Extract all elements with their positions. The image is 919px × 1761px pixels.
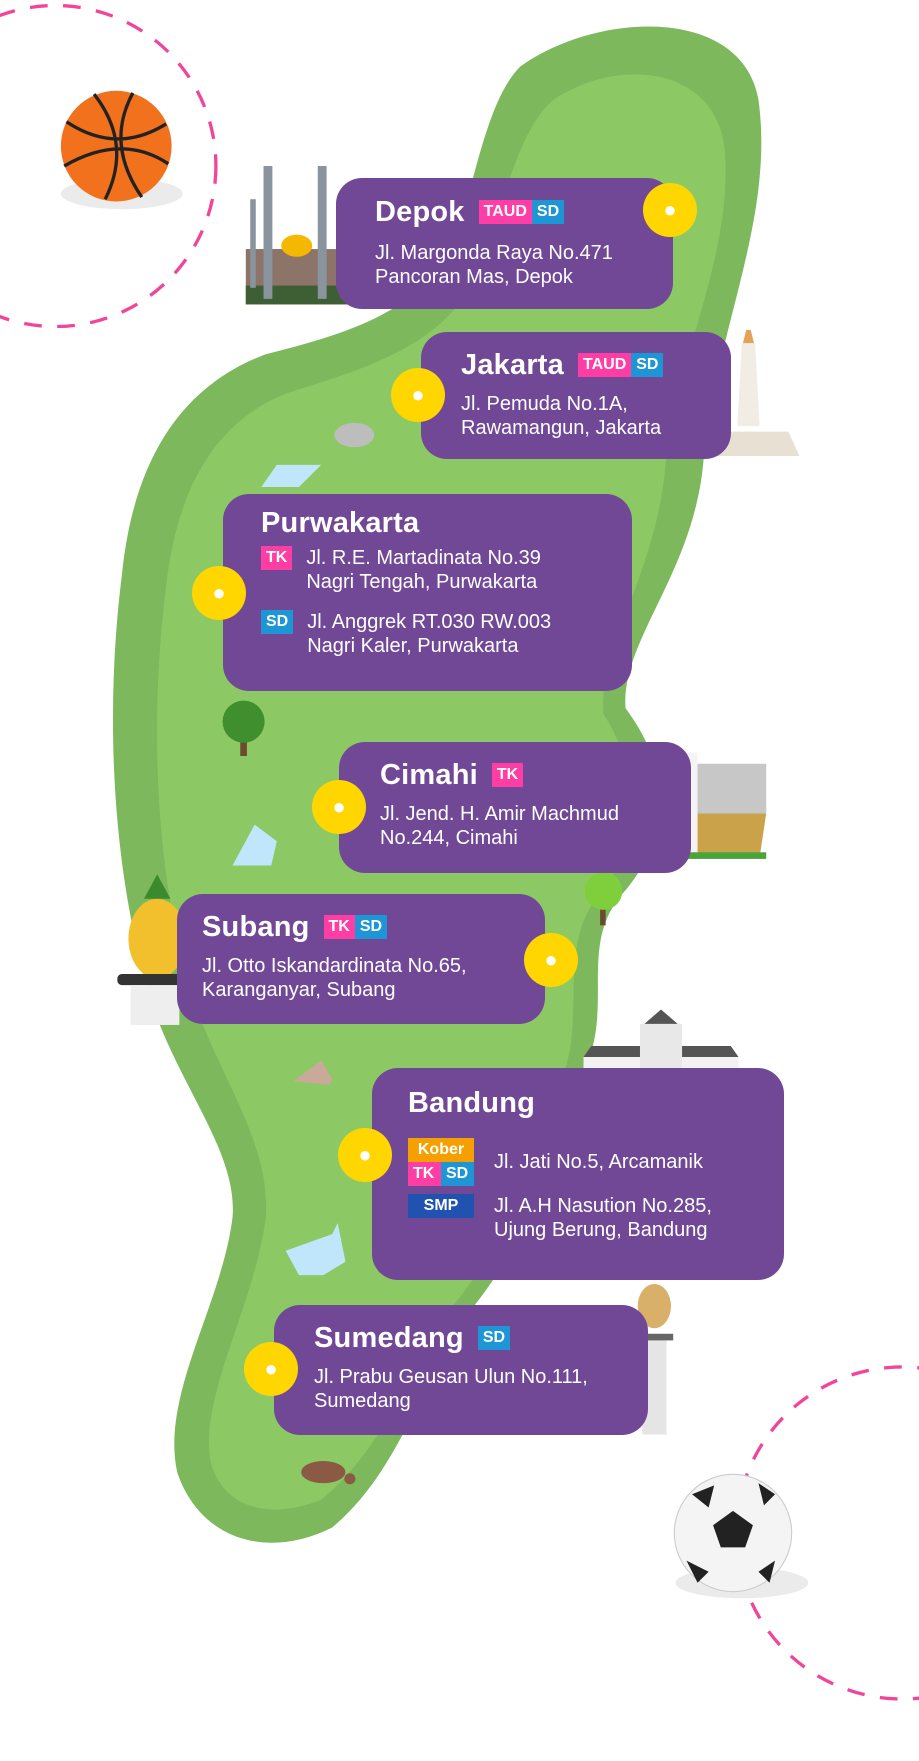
- badge-smp: SMP: [408, 1194, 474, 1218]
- map-pin-icon[interactable]: ●: [643, 183, 697, 237]
- city-name: Subang: [202, 911, 310, 943]
- lake-2: [232, 824, 277, 866]
- soccer-ball-icon: [673, 1473, 809, 1599]
- map-pin-icon[interactable]: ●: [391, 368, 445, 422]
- badge-tk: TK: [491, 763, 524, 787]
- badge-kober: Kober: [408, 1138, 474, 1162]
- rock-icon: [301, 1461, 356, 1485]
- badge-sd: SD: [477, 1326, 511, 1350]
- address-line: Rawamangun, Jakarta: [461, 417, 662, 439]
- badge-sd: SD: [531, 200, 565, 224]
- address-line: No.244, Cimahi: [380, 827, 518, 849]
- city-name: Cimahi: [380, 759, 478, 791]
- address-line: Jl. Prabu Geusan Ulun No.111,: [314, 1366, 588, 1388]
- address-line: Pancoran Mas, Depok: [375, 266, 573, 288]
- map-pin-icon[interactable]: ●: [312, 780, 366, 834]
- address-line: Jl. Jati No.5, Arcamanik: [494, 1151, 703, 1173]
- badge-sd: SD: [261, 610, 294, 634]
- map-pin-icon[interactable]: ●: [524, 933, 578, 987]
- lake-1: [261, 464, 322, 488]
- address-line: Nagri Kaler, Purwakarta: [307, 635, 519, 657]
- badge-sd: SD: [631, 353, 664, 377]
- badge-tk: TK: [261, 546, 293, 570]
- address-line: Jl. Anggrek RT.030 RW.003: [307, 611, 552, 633]
- badge-taud: TAUD: [478, 200, 532, 224]
- rock-icon: [293, 1060, 333, 1085]
- address-line: Karanganyar, Subang: [202, 979, 396, 1001]
- badge-taud: TAUD: [578, 353, 632, 377]
- address-line: Jl. Margonda Raya No.471: [375, 242, 613, 264]
- address-line: Jl. R.E. Martadinata No.39: [306, 547, 541, 569]
- badge-sd: SD: [354, 915, 388, 939]
- tree-icon: [584, 872, 623, 926]
- address-line: Jl. Pemuda No.1A,: [461, 393, 628, 415]
- city-name: Depok: [375, 196, 465, 228]
- address-line: Jl. Otto Iskandardinata No.65,: [202, 955, 467, 977]
- badge-sd: SD: [441, 1162, 474, 1186]
- pineapple-monument-icon: [117, 874, 204, 1025]
- badge-tk: TK: [323, 915, 355, 939]
- lake-3: [285, 1223, 346, 1276]
- address-line: Jl. Jend. H. Amir Machmud: [380, 803, 619, 825]
- tree-icon: [222, 700, 265, 756]
- map-pin-icon[interactable]: ●: [338, 1128, 392, 1182]
- location-card-sumedang: Sumedang SD Jl. Prabu Geusan Ulun No.111,…: [274, 1305, 648, 1435]
- map-pin-icon[interactable]: ●: [192, 566, 246, 620]
- address-line: Nagri Tengah, Purwakarta: [306, 571, 538, 593]
- dashed-circle-top-left: [0, 3, 218, 329]
- address-line: Jl. A.H Nasution No.285,: [494, 1195, 712, 1217]
- basketball-icon: [60, 90, 183, 210]
- city-name: Sumedang: [314, 1322, 464, 1354]
- city-name: Jakarta: [461, 349, 564, 381]
- map-pin-icon[interactable]: ●: [244, 1342, 298, 1396]
- rock-icon: [334, 422, 375, 448]
- address-line: Ujung Berung, Bandung: [494, 1219, 708, 1241]
- badge-tk: TK: [408, 1162, 441, 1186]
- address-line: Sumedang: [314, 1390, 411, 1412]
- city-name: Bandung: [408, 1087, 536, 1119]
- city-name: Purwakarta: [261, 507, 420, 539]
